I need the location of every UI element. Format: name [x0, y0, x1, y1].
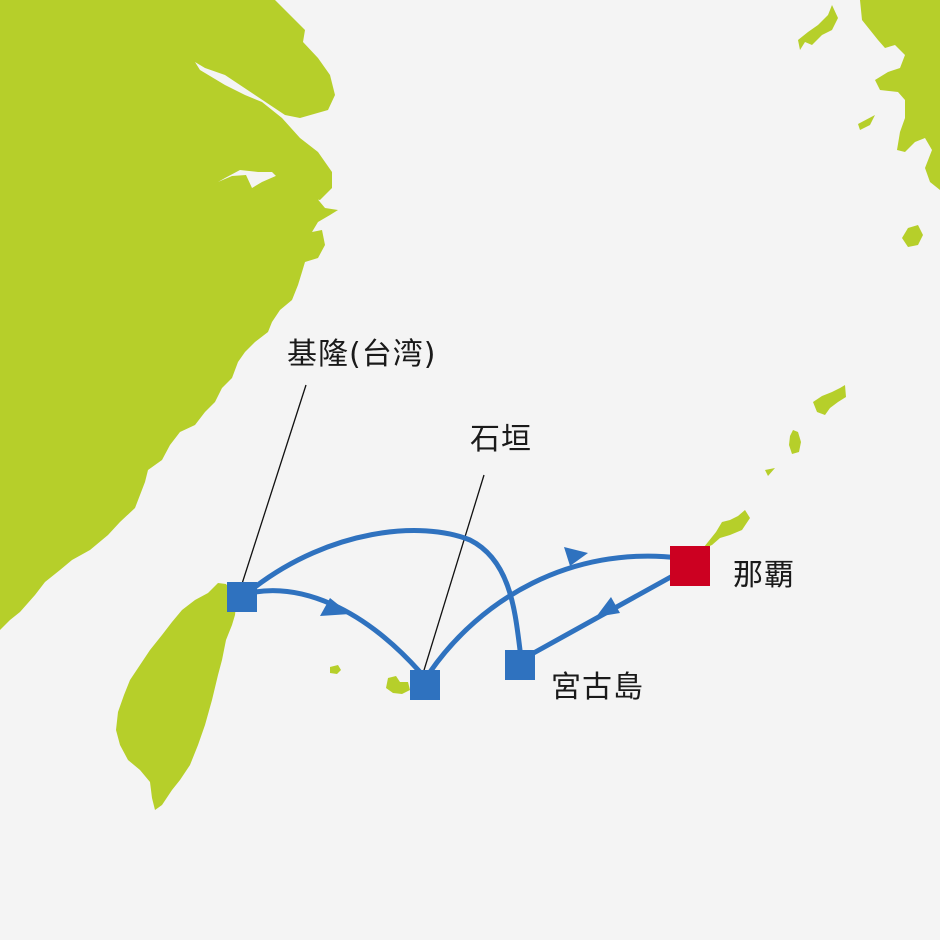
land-yonaguni: [330, 665, 341, 674]
land-okinoerabu: [765, 468, 775, 476]
label-naha: 那覇: [733, 558, 795, 593]
land-iriomote: [386, 676, 410, 694]
arrow-icon-keelung-ishigaki: [320, 598, 350, 616]
land-mainland-china: [0, 0, 338, 630]
port-marker-miyako[interactable]: [505, 650, 535, 680]
leader-line-keelung: [239, 384, 307, 591]
arrow-icon-ishigaki-naha: [564, 547, 588, 566]
land-kyushu: [860, 0, 940, 190]
label-ishigaki: 石垣: [470, 422, 532, 457]
land-goto-islands: [798, 5, 838, 50]
land-taiwan: [116, 583, 236, 810]
port-marker-naha[interactable]: [670, 546, 710, 586]
leader-line-ishigaki: [420, 474, 485, 681]
land-okinawa-island: [698, 510, 750, 562]
land-amami-oshima: [813, 385, 846, 415]
land-tokunoshima: [789, 430, 801, 454]
port-marker-ishigaki[interactable]: [410, 670, 440, 700]
label-miyako: 宮古島: [551, 670, 644, 705]
route-keelung-miyako: [252, 528, 523, 653]
label-keelung: 基隆(台湾): [287, 337, 437, 372]
land-tanegashima: [902, 225, 923, 247]
arrow-icon-naha-miyako: [596, 597, 620, 617]
land-koshiki-island: [858, 115, 875, 130]
port-marker-keelung[interactable]: [227, 582, 257, 612]
route-ishigaki-naha: [427, 553, 683, 675]
